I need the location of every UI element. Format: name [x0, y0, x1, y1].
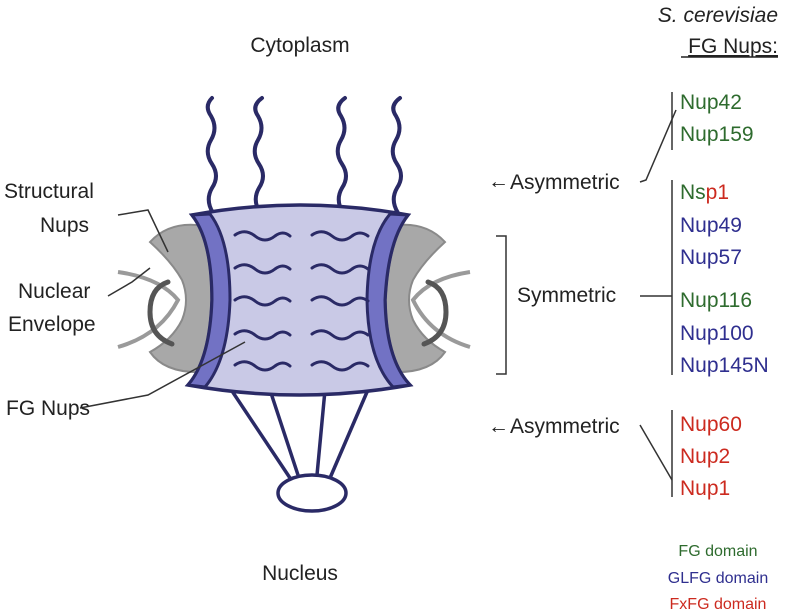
nup100-label: Nup100	[680, 322, 754, 345]
legend-fxfg-domain: FxFG domain	[670, 596, 767, 613]
nup1-label: Nup1	[680, 477, 730, 500]
group-brackets	[496, 92, 677, 497]
nup2-label: Nup2	[680, 445, 730, 468]
nuclear-basket	[226, 384, 372, 513]
nsp1-part1: Ns	[680, 181, 706, 204]
fg-nups-subtitle: FG Nups:	[688, 35, 778, 58]
nuclear-envelope-label-line1: Nuclear	[18, 280, 90, 303]
nucleus-label: Nucleus	[262, 562, 338, 585]
nsp1-part2: p1	[706, 181, 729, 204]
nup116-label: Nup116	[680, 289, 752, 312]
cytoplasmic-filaments	[205, 96, 403, 215]
envelope-hooks	[147, 279, 449, 347]
species-title: S. cerevisiae	[658, 4, 778, 27]
cytoplasm-label: Cytoplasm	[250, 34, 349, 57]
structural-nups-label-line1: Structural	[4, 180, 94, 203]
asymmetric-top-label: Asymmetric	[510, 171, 620, 194]
fg-nups-label: FG Nups	[6, 397, 90, 420]
pore-rings	[184, 212, 414, 389]
nup60-label: Nup60	[680, 413, 742, 436]
legend-fg-domain: FG domain	[678, 543, 757, 560]
asymmetric-bottom-arrow: ←	[488, 415, 509, 438]
nsp1-label: Nsp1	[680, 181, 729, 204]
fg-nup-strands	[233, 230, 370, 372]
nup49-label: Nup49	[680, 214, 742, 237]
symmetric-label: Symmetric	[517, 284, 616, 307]
asymmetric-bottom-label: Asymmetric	[510, 415, 620, 438]
nup145n-label: Nup145N	[680, 354, 769, 377]
nuclear-envelope	[117, 270, 471, 349]
nup57-label: Nup57	[680, 246, 742, 269]
nup159-label: Nup159	[680, 123, 754, 146]
asymmetric-top-arrow: ←	[488, 170, 509, 193]
nup42-label: Nup42	[680, 91, 742, 114]
structural-nups-label-line2: Nups	[40, 214, 89, 237]
nuclear-envelope-label-line2: Envelope	[8, 313, 96, 336]
legend-glfg-domain: GLFG domain	[668, 570, 768, 587]
left-leader-lines	[79, 209, 246, 409]
